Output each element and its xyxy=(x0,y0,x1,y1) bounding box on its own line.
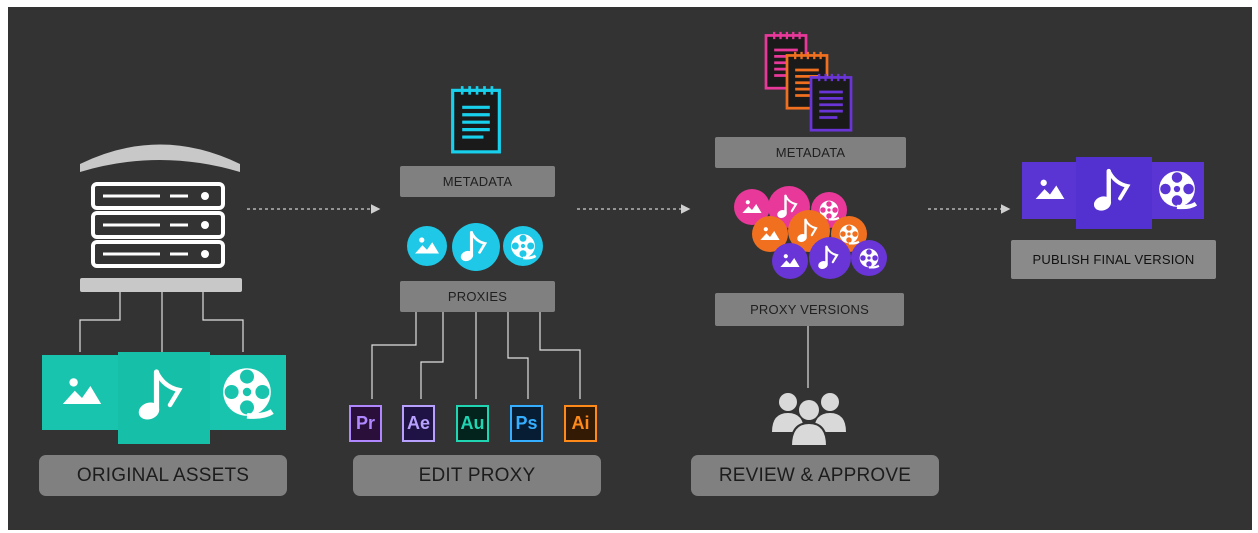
proxy-version-icons xyxy=(734,186,887,279)
publish-final-version-label: PUBLISH FINAL VERSION xyxy=(1011,240,1216,279)
audition-icon: Au xyxy=(456,405,489,442)
metadata-versions-label: METADATA xyxy=(715,137,906,168)
review-approve-label: REVIEW & APPROVE xyxy=(691,455,939,496)
proxy-versions-label: PROXY VERSIONS xyxy=(715,293,904,326)
metadata-label: METADATA xyxy=(400,166,555,197)
edit-proxy-label: EDIT PROXY xyxy=(353,455,601,496)
server-connectors xyxy=(79,292,244,352)
after-effects-icon: Ae xyxy=(402,405,435,442)
proxies-connectors xyxy=(371,311,581,399)
original-assets-label: ORIGINAL ASSETS xyxy=(39,455,287,496)
proxy-icons xyxy=(407,223,543,271)
photoshop-icon: Ps xyxy=(510,405,543,442)
publish-tiles xyxy=(1022,157,1204,229)
document-stack-icon xyxy=(764,30,853,132)
document-icon xyxy=(451,84,501,154)
premiere-pro-icon: Pr xyxy=(349,405,382,442)
original-asset-tiles xyxy=(42,352,286,444)
server-stack-icon xyxy=(80,144,242,292)
illustrator-icon: Ai xyxy=(564,405,597,442)
proxies-label: PROXIES xyxy=(400,281,555,312)
team-icon xyxy=(772,393,846,447)
